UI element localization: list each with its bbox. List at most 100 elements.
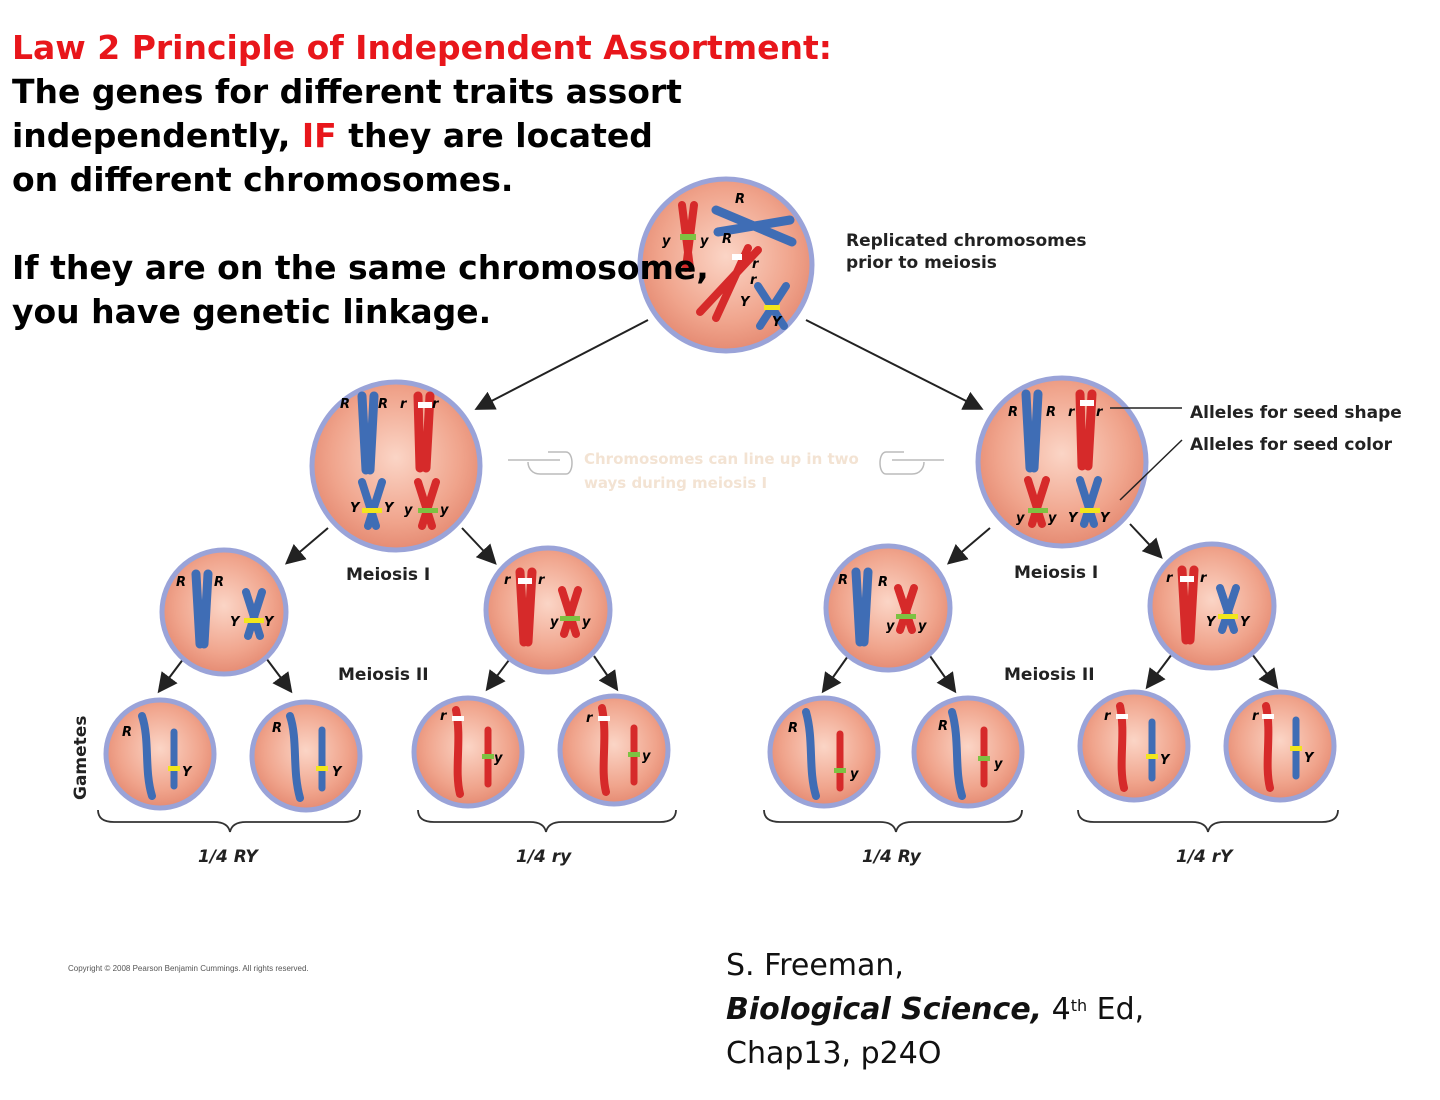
meiosis-i-label-right: Meiosis I [1014,563,1098,583]
citation-edition-sup: th [1070,996,1088,1015]
allele-y: y [440,503,449,518]
allele-y: y [1016,511,1025,526]
allele-R: R [214,575,224,590]
allele-y: y [404,503,413,518]
allele-Y: Y [1206,615,1217,630]
meiosis-i-cell-left: R R r r Y Y y y [309,379,483,553]
meiosis-ii-label-right: Meiosis II [1004,665,1095,685]
allele-r: r [1166,571,1174,586]
allele-R: R [1046,405,1056,420]
gamete-6: R y [911,695,1025,809]
allele-y: y [994,757,1003,772]
note-line-1: Chromosomes can line up in two [584,450,859,468]
allele-y: y [494,751,503,766]
allele-Y: Y [1304,751,1315,766]
seed-color-label: Alleles for seed color [1190,435,1393,455]
cells: R R y y r r Y Y R R r r Y Y y y [103,176,1337,813]
fraction-RY: 1/4 RY [198,847,259,867]
top-cell-label: Replicated chromosomes [846,231,1087,251]
heading-line-5: you have genetic linkage. [12,292,492,331]
allele-Y: Y [332,765,343,780]
allele-r: r [400,397,408,412]
allele-R: R [272,721,282,736]
allele-r: r [586,711,594,726]
if-keyword: IF [301,116,337,155]
allele-y: y [662,234,671,249]
seed-shape-label: Alleles for seed shape [1190,403,1402,423]
arrows [157,319,1279,694]
fraction-rY: 1/4 rY [1176,847,1234,867]
allele-pointers [1110,407,1183,501]
heading-line-2: independently, IF they are located [12,114,832,158]
allele-R: R [378,397,388,412]
citation-book: Biological Science, [726,992,1043,1027]
allele-r: r [1068,405,1076,420]
allele-r: r [432,397,440,412]
allele-Y: Y [384,501,395,516]
allele-Y: Y [264,615,275,630]
pointing-hand-icon [879,451,944,475]
allele-R: R [176,575,186,590]
gamete-1: R Y [103,697,217,811]
allele-Y: Y [740,295,751,310]
allele-y: y [918,619,927,634]
allele-Y: Y [1160,753,1171,768]
heading-line-3: on different chromosomes. [12,160,514,199]
allele-y: y [700,234,709,249]
citation-edition-num: 4 [1042,992,1071,1027]
allele-R: R [722,232,732,247]
meiosis-ii-label-left: Meiosis II [338,665,429,685]
gamete-3: r y [411,695,525,809]
meiosis-ii-cell-2: r r y y [483,545,613,675]
fraction-ry: 1/4 ry [516,847,572,867]
braces [97,809,1339,833]
note-line-2: ways during meiosis I [584,474,767,492]
allele-r: r [440,709,448,724]
fractions: 1/4 RY 1/4 ry 1/4 Ry 1/4 rY [198,847,1234,867]
allele-R: R [838,573,848,588]
allele-Y: Y [1240,615,1251,630]
allele-R: R [938,719,948,734]
allele-R: R [122,725,132,740]
allele-r: r [538,573,546,588]
allele-r: r [1200,571,1208,586]
top-cell-label-2: prior to meiosis [846,253,997,273]
allele-R: R [788,721,798,736]
meiosis-i-label-left: Meiosis I [346,565,430,585]
allele-Y: Y [1068,511,1079,526]
fraction-Ry: 1/4 Ry [862,847,922,867]
allele-r: r [1104,709,1112,724]
allele-R: R [340,397,350,412]
citation-book-line: Biological Science, 4th Ed, [726,988,1144,1032]
lineup-note: Chromosomes can line up in two ways duri… [508,450,944,492]
heading: Law 2 Principle of Independent Assortmen… [12,26,832,334]
allele-r: r [1096,405,1104,420]
allele-y: y [582,615,591,630]
allele-R: R [878,575,888,590]
citation: S. Freeman, Biological Science, 4th Ed, … [726,944,1144,1076]
allele-r: r [752,257,760,272]
allele-r: r [750,273,758,288]
allele-Y: Y [182,765,193,780]
heading-line-1: The genes for different traits assort [12,72,682,111]
heading-line-2-pre: independently, [12,116,302,155]
heading-line-2-post: they are located [336,116,653,155]
allele-Y: Y [772,315,783,330]
copyright-notice: Copyright © 2008 Pearson Benjamin Cummin… [68,964,309,973]
gamete-5: R y [767,695,881,809]
gamete-8: r Y [1223,689,1337,803]
allele-y: y [850,767,859,782]
allele-R: R [1008,405,1018,420]
gametes-label: Gametes [71,716,91,800]
citation-author: S. Freeman, [726,948,904,983]
law-title: Law 2 Principle of Independent Assortmen… [12,28,832,67]
gamete-7: r Y [1077,689,1191,803]
citation-edition-rest: Ed, [1087,992,1145,1027]
allele-r: r [504,573,512,588]
allele-Y: Y [1100,511,1111,526]
pointing-hand-icon [508,451,573,475]
allele-y: y [550,615,559,630]
meiosis-ii-cell-4: r r Y Y [1147,541,1277,671]
gamete-4: r y [557,693,671,807]
